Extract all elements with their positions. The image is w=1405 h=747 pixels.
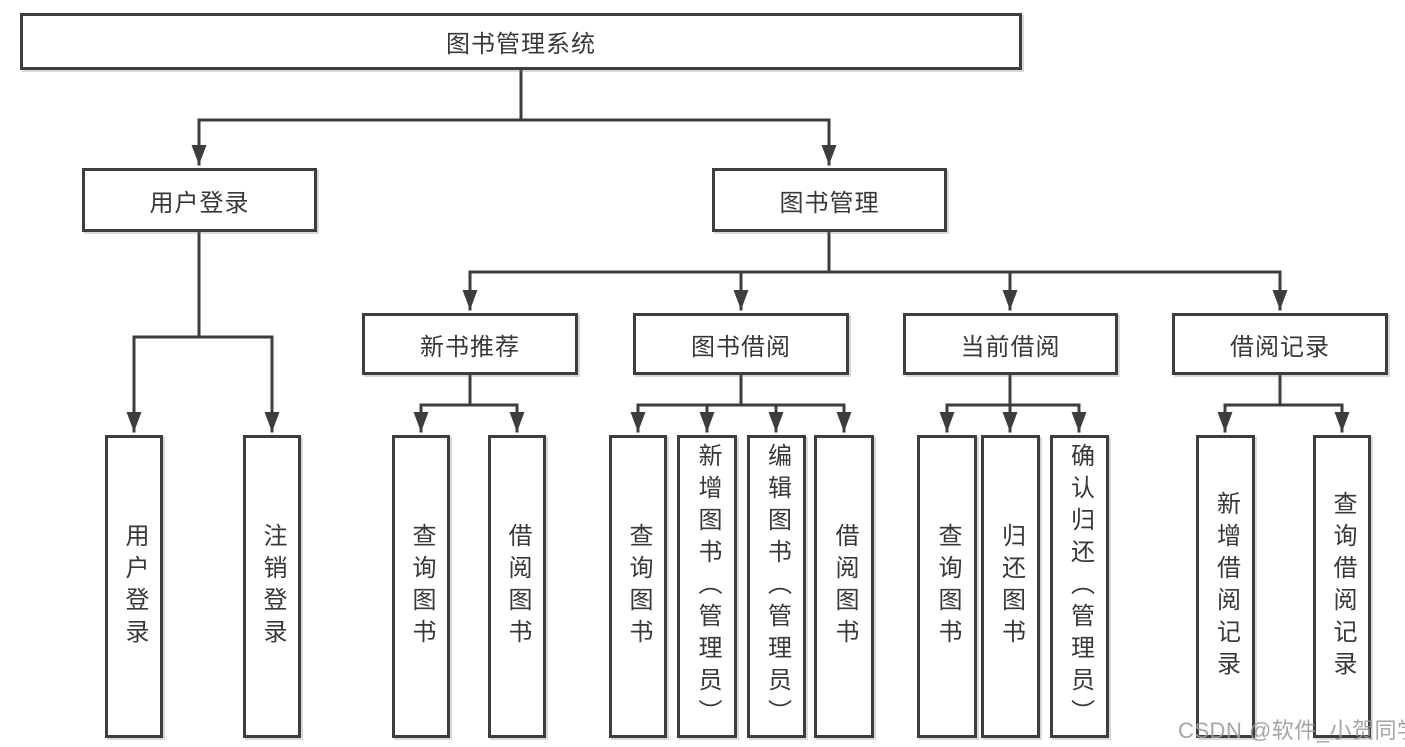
leaf-query-borrow-record-label: 查询借阅记录: [1329, 490, 1356, 683]
leaf-add-books-admin-label: 新增图书（管理员）: [694, 442, 721, 731]
node-book-borrow-label: 图书借阅: [691, 333, 791, 361]
leaf-confirm-return-admin-label: 确认归还（管理员）: [1066, 442, 1094, 731]
node-new-book-recommend: 新书推荐: [362, 313, 578, 375]
leaf-borrow-books-recommend-label: 借阅图书: [504, 522, 531, 651]
leaf-query-books-recommend: 查询图书: [392, 435, 450, 738]
node-borrow-records: 借阅记录: [1172, 313, 1388, 375]
node-root: 图书管理系统: [20, 13, 1022, 70]
node-user-login: 用户登录: [82, 168, 317, 232]
node-borrow-records-label: 借阅记录: [1230, 333, 1330, 361]
connector-group: [126, 68, 1350, 433]
leaf-query-books-current: 查询图书: [917, 435, 977, 738]
leaf-query-borrow-record: 查询借阅记录: [1313, 435, 1371, 738]
leaf-query-books-borrow-label: 查询图书: [625, 522, 652, 651]
leaf-return-books-label: 归还图书: [997, 522, 1025, 651]
node-user-login-label: 用户登录: [149, 189, 250, 217]
node-book-borrow: 图书借阅: [633, 313, 849, 375]
node-book-management: 图书管理: [712, 168, 947, 232]
leaf-add-borrow-record: 新增借阅记录: [1196, 435, 1255, 738]
leaf-borrow-books-label: 借阅图书: [831, 522, 858, 651]
node-current-borrow-label: 当前借阅: [960, 333, 1061, 361]
leaf-user-login-label: 用户登录: [121, 522, 148, 651]
leaf-query-books-current-label: 查询图书: [934, 522, 961, 651]
leaf-borrow-books-recommend: 借阅图书: [488, 435, 546, 738]
leaf-confirm-return-admin: 确认归还（管理员）: [1050, 435, 1109, 738]
leaf-user-login: 用户登录: [105, 435, 163, 738]
leaf-return-books: 归还图书: [981, 435, 1040, 738]
leaf-add-borrow-record-label: 新增借阅记录: [1212, 490, 1240, 683]
leaf-query-books-borrow: 查询图书: [609, 435, 667, 738]
node-root-label: 图书管理系统: [446, 31, 596, 58]
leaf-edit-books-admin: 编辑图书（管理员）: [747, 435, 806, 738]
node-current-borrow: 当前借阅: [903, 313, 1118, 375]
leaf-borrow-books: 借阅图书: [814, 435, 874, 738]
leaf-add-books-admin: 新增图书（管理员）: [677, 435, 737, 738]
leaf-query-books-recommend-label: 查询图书: [408, 522, 435, 651]
node-new-book-recommend-label: 新书推荐: [420, 333, 520, 361]
leaf-edit-books-admin-label: 编辑图书（管理员）: [763, 442, 791, 731]
leaf-logout-login: 注销登录: [243, 435, 301, 738]
leaf-logout-login-label: 注销登录: [259, 522, 286, 651]
csdn-watermark: CSDN @软件_小贺同学: [1178, 718, 1405, 743]
node-book-management-label: 图书管理: [779, 189, 880, 217]
